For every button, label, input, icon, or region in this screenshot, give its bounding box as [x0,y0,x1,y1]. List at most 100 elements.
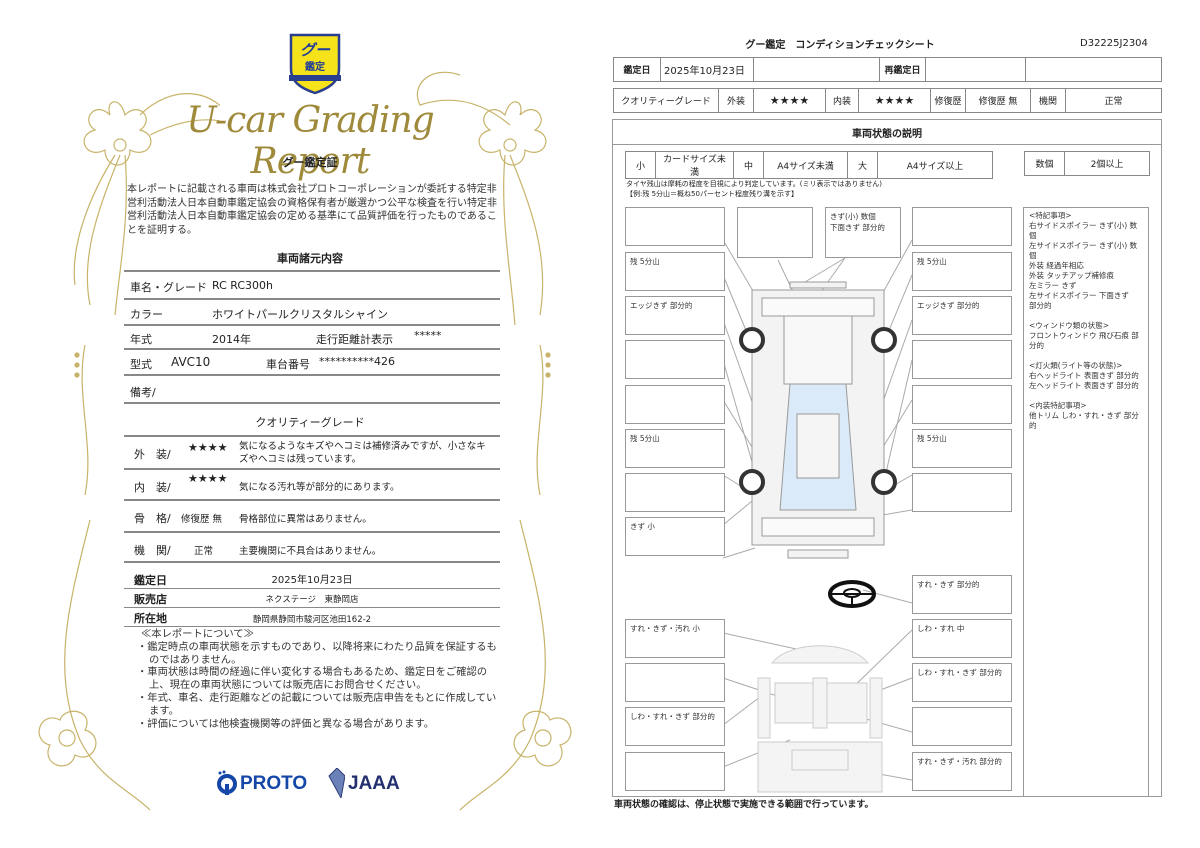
notes-title: ≪本レポートについて≫ [141,628,254,640]
callout-left-8: きず 小 [625,517,725,556]
name-value: RC RC300h [212,279,274,292]
legend-medium-desc: A4サイズ未満 [763,151,848,179]
note-line: 外装 経過年相応 [1029,261,1084,270]
remarks-label: 備考/ [130,386,156,399]
redate-label: 再鑑定日 [879,57,926,82]
callout-right-6: 残 5分山 [912,429,1012,468]
callout-left-5 [625,385,725,424]
spec-row-remarks: 備考/ [124,374,500,404]
redate-blank [1025,57,1162,82]
mileage-label: 走行距離計表示 [316,333,393,346]
callout-right-3: エッジきず 部分的 [912,296,1012,335]
quality-label: 骨 格/ [134,512,171,525]
callout-left-6: 残 5分山 [625,429,725,468]
grading-certificate: グー 鑑定 U-car Grading Report グー鑑定証 本レポートに記… [38,31,572,811]
legend-small: 小 [625,151,656,179]
logo-line1: グー [299,41,330,59]
spec-row-name: 車名・グレード RC RC300h [124,270,500,298]
script-title: U-car Grading Report [186,100,434,182]
note-line: 部分的 [1029,301,1052,310]
note-line: 左ミラー きず [1029,281,1077,290]
model-value: AVC10 [171,355,211,369]
quality-row-engine: 機 関/ 正常 主要機関に不具合はありません。 [124,531,500,563]
sheet-id: D32225J2304 [1080,38,1148,49]
note-item: ・評価については他検査機関等の評価と異なる場合があります。 [137,717,435,730]
callout-interior-left-4 [625,752,725,791]
quality-grade: ★★★★ [188,472,228,485]
spacer [1029,391,1143,401]
note-line: 他トリム しわ・すれ・きず 部分的 [1029,411,1139,430]
note-line: 左サイドスポイラー きず(小) 数個 [1029,241,1138,260]
special-notes-panel: <特記事項> 右サイドスポイラー きず(小) 数個 左サイドスポイラー きず(小… [1023,207,1149,797]
quality-desc: 骨格部位に異常はありません。 [239,514,372,525]
exterior-grade: ★★★★ [753,88,826,113]
callout-right-5 [912,385,1012,424]
year-value: 2014年 [212,333,251,346]
callout-left-3: エッジきず 部分的 [625,296,725,335]
tire-note: タイヤ残山は摩耗の程度を目視により判定しています。(ミリ表示ではありません) 【… [626,180,882,199]
callout-interior-right-2: しわ・すれ 中 [912,619,1012,658]
date-value: 2025年10月23日 [660,57,754,82]
exterior-label: 外装 [718,88,754,113]
legend-medium: 中 [733,151,764,179]
callout-right-7 [912,473,1012,512]
spacer [1029,311,1143,321]
callout-interior-right-5: すれ・きず・汚れ 部分的 [912,752,1012,791]
ornament-mid-left-icon [74,345,89,495]
note-line: 外装 タッチアップ補修痕 [1029,271,1114,280]
specs-heading: 車両諸元内容 [277,252,343,265]
chassis-value: **********426 [319,355,395,368]
desc-heading: 車両状態の説明 [612,119,1162,145]
sheet-title: グー鑑定 コンディションチェックシート [745,40,935,51]
notes-heading-special: <特記事項> [1029,211,1072,220]
grade-table: クオリティーグレード 外装 ★★★★ 内装 ★★★★ 修復歴 修復歴 無 機関 … [613,88,1162,113]
callout-interior-left-1: すれ・きず・汚れ 小 [625,619,725,658]
notes-heading-lights: <灯火類(ライト等の状態)> [1029,361,1123,370]
grade-label: クオリティーグレード [613,88,719,113]
note-item: ・車両状態は時間の経過に伴い変化する場合もあるため、鑑定日をご確認の上、現在の車… [137,666,488,692]
report-notes: ≪本レポートについて≫ ・鑑定時点の車両状態を示すものであり、以降将来にわたり品… [137,628,497,730]
note-line: フロントウィンドウ 飛び石痕 部分的 [1029,331,1139,350]
mileage-value: ***** [414,329,442,342]
callout-top-2: きず(小) 数個 下面きず 部分的 [825,207,901,258]
repair-label: 修復歴 [930,88,966,113]
goo-kantei-logo: グー 鑑定 [287,31,343,95]
quality-grade: 正常 [194,546,214,557]
quality-grade: ★★★★ [188,441,228,454]
car-diagram-icon [722,239,913,793]
note-line: 左サイドスポイラー 下面きず [1029,291,1129,300]
color-value: ホワイトパールクリスタルシャイン [212,308,388,321]
tire-note-line2: 【例:残 5分山＝概ね50パーセント程度残り溝を示す】 [626,189,798,198]
quality-row-frame: 骨 格/ 修復歴 無 骨格部位に異常はありません。 [124,499,500,531]
legend-large-desc: A4サイズ以上 [877,151,993,179]
callout-right-4 [912,340,1012,379]
quality-grade: 修復歴 無 [181,514,223,525]
dealer-label: 販売店 [134,593,167,606]
date-table: 鑑定日 2025年10月23日 再鑑定日 [613,57,1162,82]
interior-label: 内装 [825,88,859,113]
callout-top-1 [737,207,813,258]
tire-note-line1: タイヤ残山は摩耗の程度を目視により判定しています。(ミリ表示ではありません) [626,180,882,188]
callout-left-1 [625,207,725,246]
count-desc: 2個以上 [1064,151,1150,176]
note-line: 右ヘッドライト 表面きず 部分的 [1029,371,1139,380]
note-item: ・鑑定時点の車両状態を示すものであり、以降将来にわたり品質を保証するものではあり… [137,640,497,666]
engine-label: 機関 [1030,88,1066,113]
certificate-heading: グー鑑定証 [282,156,338,169]
quality-desc: 気になるようなキズやヘコミは補修済みですが、小さなキズやヘコミは残っています。 [239,441,486,465]
chassis-label: 車台番号 [266,358,310,371]
spec-row-color: カラー ホワイトパールクリスタルシャイン [124,298,500,324]
note-item: ・年式、車名、走行距離などの記載については販売店申告をもとに作成しています。 [137,691,497,717]
proto-brand: PROTO [240,773,308,794]
jaaa-brand: JAAA [348,773,400,794]
condition-frame [612,119,1162,797]
callout-right-2: 残 5分山 [912,252,1012,291]
redate-value [925,57,1026,82]
callout-left-7 [625,473,725,512]
notes-heading-window: <ウィンドウ類の状態> [1029,321,1110,330]
date-label: 鑑定日 [134,574,167,587]
dealer-value: ネクステージ 東静岡店 [265,595,359,605]
spec-row-model: 型式 AVC10 車台番号 **********426 [124,348,500,374]
quality-row-exterior: 外 装/ ★★★★ 気になるようなキズやヘコミは補修済みですが、小さなキズやヘコ… [124,435,500,468]
spec-row-year: 年式 2014年 走行距離計表示 ***** [124,324,500,348]
